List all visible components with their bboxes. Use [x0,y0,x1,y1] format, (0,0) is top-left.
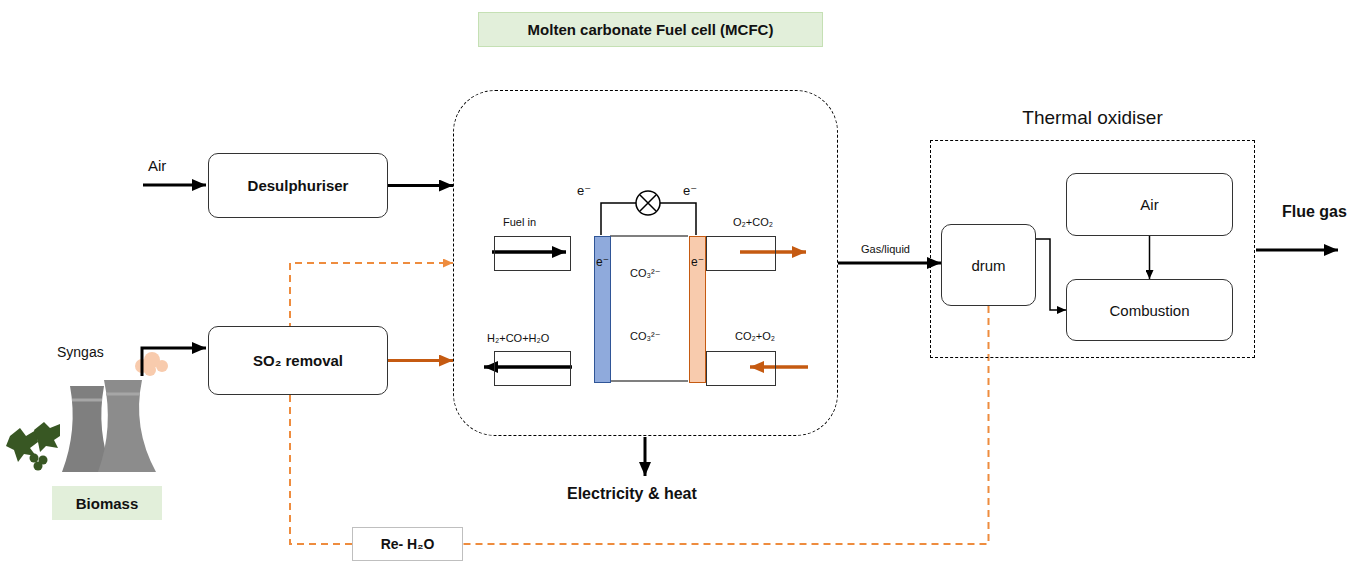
node-text: e⁻ [596,255,609,400]
ion-label: CO₃²⁻ [630,267,660,279]
process-box: Combustion [1066,279,1233,341]
node-text: Thermal oxidiser [931,107,1254,129]
fuel-cell-region: Molten carbonate Fuel cell (MCFC)Fuel in… [453,90,838,436]
node-text: e⁻ [691,255,704,400]
flow-connector [463,306,989,544]
node-text: H₂+CO+H₂O [487,332,549,344]
flow-connector [388,184,453,187]
node-text: drum [971,257,1005,274]
anode-bar: e⁻ [594,236,611,383]
stream-label: Flue gas [1282,203,1347,220]
flow-connector [838,262,941,265]
node-text: Molten carbonate Fuel cell (MCFC) [478,12,823,47]
gas-port: H₂+CO+H₂O [494,351,571,386]
node-text: Biomass [76,495,139,512]
stream-label: Syngas [57,344,104,360]
node-text: O₂+CO₂ [733,216,773,228]
flow-connector [388,359,453,362]
stream-label: Air [148,157,166,174]
gas-port: CO₂+O₂ [706,351,776,386]
air-arrow [143,184,206,187]
flow-connector [290,263,453,544]
biomass-plant [6,352,168,472]
flow-connector [1149,236,1151,279]
process-box: Air [1066,173,1233,236]
cell-internals [484,191,808,381]
node-text: SO₂ removal [253,352,343,369]
edge-label: Gas/liquid [859,243,912,255]
node-text: Re- H₂O [381,536,435,552]
process-box: Desulphuriser [208,153,388,218]
electron-label: e⁻ [577,183,591,198]
node-text: Air [1140,196,1158,213]
process-box: drum [941,224,1036,306]
gas-port: O₂+CO₂ [706,236,776,271]
node-text: CO₂+O₂ [735,330,775,342]
cathode-bar: e⁻ [689,236,706,383]
node-text: Combustion [1109,302,1189,319]
output-label: Electricity & heat [567,485,697,502]
gas-port: Fuel in [494,236,571,271]
oxidiser-region: Thermal oxidiserdrumAirCombustion [930,140,1255,358]
source-box: Biomass [52,486,162,520]
ion-label: CO₃²⁻ [630,330,660,342]
recycle-box: Re- H₂O [352,527,463,561]
syngas-arrow [142,348,206,376]
process-box: SO₂ removal [208,326,388,395]
output-arrow [644,437,647,476]
node-text: Fuel in [503,216,536,228]
electron-label: e⁻ [683,183,697,198]
flue-gas-arrow [1256,249,1338,252]
node-text: Desulphuriser [248,177,349,194]
flow-connector [1036,239,1066,310]
